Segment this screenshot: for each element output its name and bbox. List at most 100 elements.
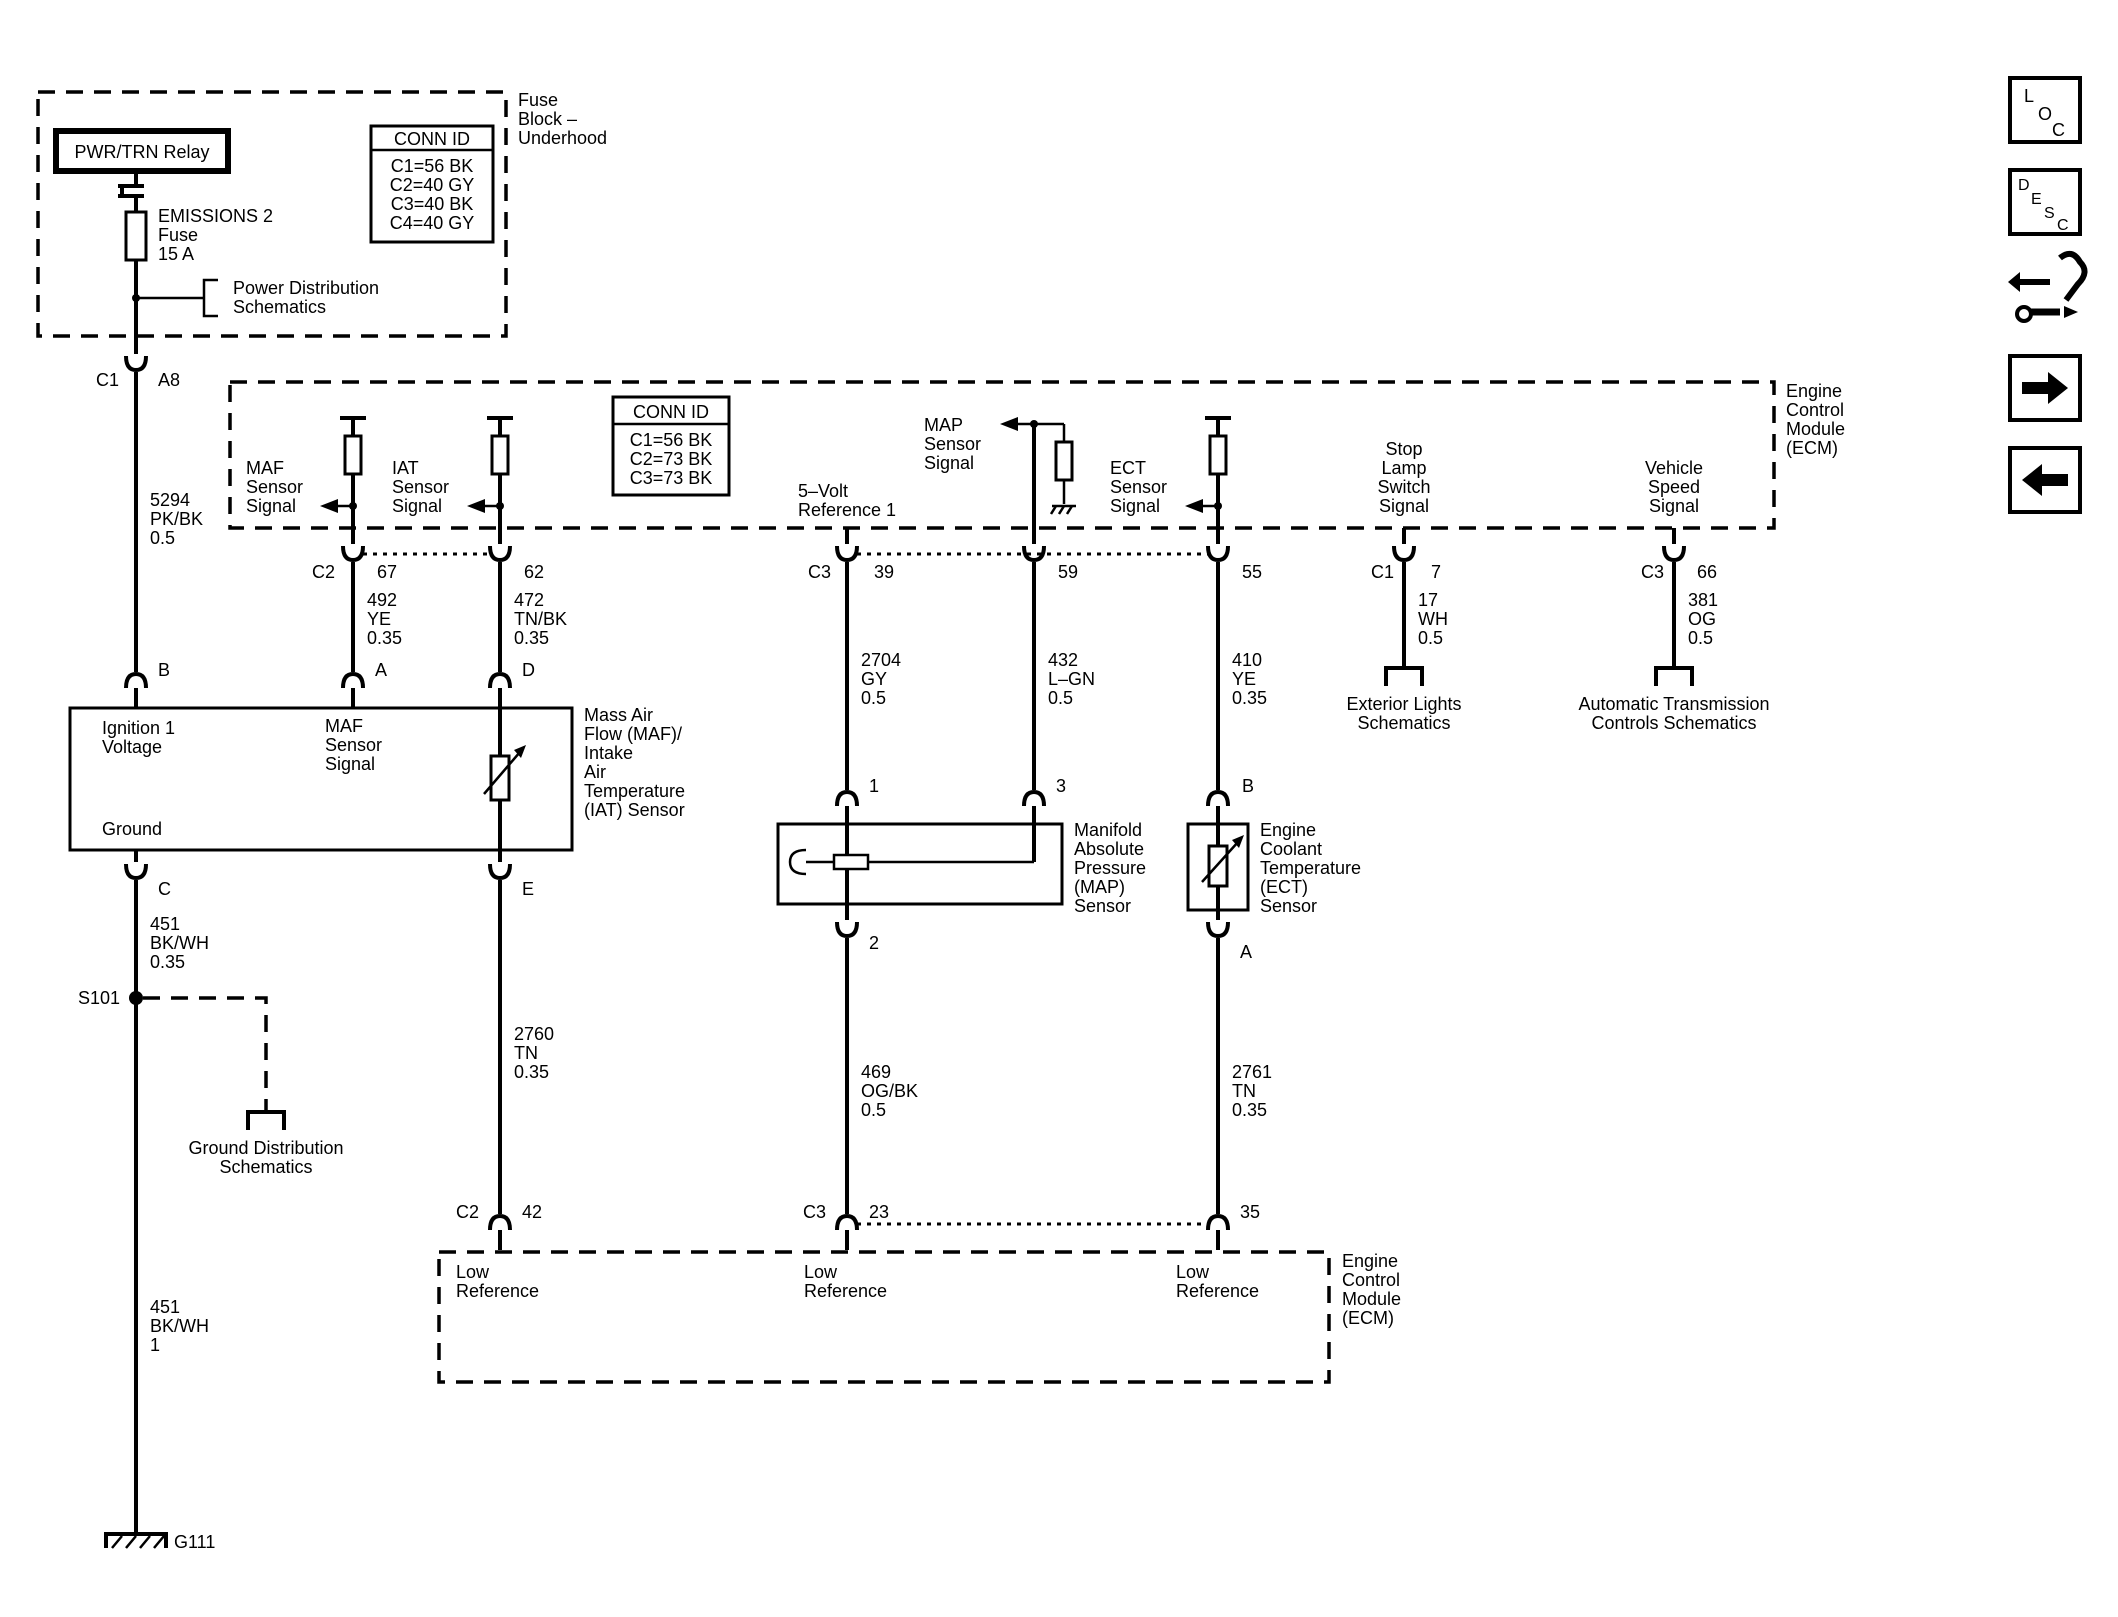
ecm-top-boundary xyxy=(228,380,1776,530)
svg-text:BK/WH: BK/WH xyxy=(150,933,209,953)
svg-text:L–GN: L–GN xyxy=(1048,669,1095,689)
svg-text:Reference: Reference xyxy=(1176,1281,1259,1301)
map-pin-2-connector xyxy=(835,921,859,939)
ecm-bottom-pin-labels: C2 42 C3 23 35 xyxy=(456,1202,1260,1222)
exterior-lights-bracket xyxy=(1384,666,1424,686)
description-button[interactable]: D E S C xyxy=(2008,168,2082,236)
svg-text:Low: Low xyxy=(456,1262,490,1282)
svg-text:1: 1 xyxy=(150,1335,160,1355)
connector-c1-a8-symbol xyxy=(124,355,148,373)
five-volt-reference-label: 5–Volt Reference 1 xyxy=(798,481,896,520)
svg-text:Switch: Switch xyxy=(1377,477,1430,497)
svg-text:1: 1 xyxy=(869,776,879,796)
svg-text:Absolute: Absolute xyxy=(1074,839,1144,859)
transmission-schematics-link[interactable]: Automatic Transmission Controls Schemati… xyxy=(1578,694,1769,733)
wire-17-label: 17 WH 0.5 xyxy=(1418,590,1448,648)
svg-text:381: 381 xyxy=(1688,590,1718,610)
emissions-2-fuse-label: EMISSIONS 2 Fuse 15 A xyxy=(158,206,273,264)
svg-text:Exterior Lights: Exterior Lights xyxy=(1346,694,1461,714)
svg-text:C1: C1 xyxy=(1371,562,1394,582)
wire-2704-label: 2704 GY 0.5 xyxy=(861,650,901,708)
svg-text:2761: 2761 xyxy=(1232,1062,1272,1082)
next-page-button[interactable] xyxy=(2008,354,2082,422)
svg-text:D: D xyxy=(2018,177,2030,194)
svg-text:Sensor: Sensor xyxy=(392,477,449,497)
svg-text:Mass Air: Mass Air xyxy=(584,705,653,725)
emissions-2-fuse-symbol xyxy=(124,210,148,262)
previous-page-button[interactable] xyxy=(2008,446,2082,514)
fuse-connector-pin: A8 xyxy=(158,370,180,390)
svg-text:Ignition 1: Ignition 1 xyxy=(102,718,175,738)
svg-text:451: 451 xyxy=(150,914,180,934)
svg-text:Reference: Reference xyxy=(804,1281,887,1301)
exterior-lights-link[interactable]: Exterior Lights Schematics xyxy=(1346,694,1461,733)
ect-sensor-name: Engine Coolant Temperature (ECT) Sensor xyxy=(1260,820,1361,916)
svg-text:MAF: MAF xyxy=(325,716,363,736)
maf-top-connectors xyxy=(124,671,512,756)
ground-distribution-link[interactable]: Ground Distribution Schematics xyxy=(188,1138,343,1177)
ground-distribution-bracket xyxy=(246,1110,286,1130)
maf-ground-label: Ground xyxy=(102,819,162,839)
svg-text:BK/WH: BK/WH xyxy=(150,1316,209,1336)
svg-text:C3: C3 xyxy=(803,1202,826,1222)
svg-text:410: 410 xyxy=(1232,650,1262,670)
svg-text:TN: TN xyxy=(1232,1081,1256,1101)
svg-text:Fuse: Fuse xyxy=(518,90,558,110)
map-signal-label: MAP Sensor Signal xyxy=(924,415,981,473)
svg-text:Signal: Signal xyxy=(246,496,296,516)
power-distribution-link[interactable]: Power Distribution Schematics xyxy=(233,278,379,317)
fuse-block-boundary xyxy=(36,90,508,338)
maf-sensor-signal-label: MAF Sensor Signal xyxy=(325,716,382,774)
stop-lamp-signal-label: Stop Lamp Switch Signal xyxy=(1377,439,1430,516)
wire-469-label: 469 OG/BK 0.5 xyxy=(861,1062,918,1120)
ecm-top-connectors xyxy=(341,545,1686,563)
svg-text:E: E xyxy=(2031,191,2042,208)
svg-text:C1=56 BK: C1=56 BK xyxy=(630,430,713,450)
svg-text:Signal: Signal xyxy=(392,496,442,516)
ect-signal-arrow xyxy=(1185,499,1203,513)
svg-text:3: 3 xyxy=(1056,776,1066,796)
svg-text:Fuse: Fuse xyxy=(158,225,198,245)
svg-text:L: L xyxy=(2024,86,2034,106)
svg-text:Module: Module xyxy=(1786,419,1845,439)
svg-text:C2=73 BK: C2=73 BK xyxy=(630,449,713,469)
svg-text:Flow (MAF)/: Flow (MAF)/ xyxy=(584,724,682,744)
location-button[interactable]: L O C xyxy=(2008,76,2082,144)
svg-text:Ground Distribution: Ground Distribution xyxy=(188,1138,343,1158)
svg-text:Signal: Signal xyxy=(325,754,375,774)
svg-text:C: C xyxy=(2052,120,2065,140)
wire-5294-label: 5294 PK/BK 0.5 xyxy=(150,490,203,548)
svg-text:C3=40 BK: C3=40 BK xyxy=(391,194,474,214)
svg-text:55: 55 xyxy=(1242,562,1262,582)
svg-text:Engine: Engine xyxy=(1260,820,1316,840)
maf-signal-arrow xyxy=(320,499,338,513)
svg-text:Temperature: Temperature xyxy=(584,781,685,801)
svg-text:5294: 5294 xyxy=(150,490,190,510)
ect-pullup-resistor xyxy=(1205,416,1231,544)
svg-text:IAT: IAT xyxy=(392,458,419,478)
svg-text:TN: TN xyxy=(514,1043,538,1063)
svg-text:Sensor: Sensor xyxy=(1260,896,1317,916)
svg-text:59: 59 xyxy=(1058,562,1078,582)
pwr-trn-relay-box xyxy=(53,128,231,174)
svg-text:C: C xyxy=(158,879,171,899)
iat-thermistor-symbol xyxy=(483,745,526,850)
wire-451-upper-label: 451 BK/WH 0.35 xyxy=(150,914,209,972)
svg-text:C2: C2 xyxy=(312,562,335,582)
ground-distribution-dash xyxy=(143,996,268,1110)
svg-text:Coolant: Coolant xyxy=(1260,839,1322,859)
svg-text:Automatic Transmission: Automatic Transmission xyxy=(1578,694,1769,714)
svg-text:Control: Control xyxy=(1786,400,1844,420)
map-sensor-name: Manifold Absolute Pressure (MAP) Sensor xyxy=(1074,820,1146,916)
diagnostic-tool-icon[interactable] xyxy=(2008,250,2088,323)
svg-text:0.35: 0.35 xyxy=(1232,1100,1267,1120)
svg-text:Block –: Block – xyxy=(518,109,577,129)
svg-text:Sensor: Sensor xyxy=(325,735,382,755)
svg-text:Reference: Reference xyxy=(456,1281,539,1301)
svg-text:472: 472 xyxy=(514,590,544,610)
svg-text:469: 469 xyxy=(861,1062,891,1082)
iat-low-reference-label: Low Reference xyxy=(456,1262,539,1301)
svg-text:42: 42 xyxy=(522,1202,542,1222)
ect-pin-b-connector xyxy=(1206,789,1230,807)
